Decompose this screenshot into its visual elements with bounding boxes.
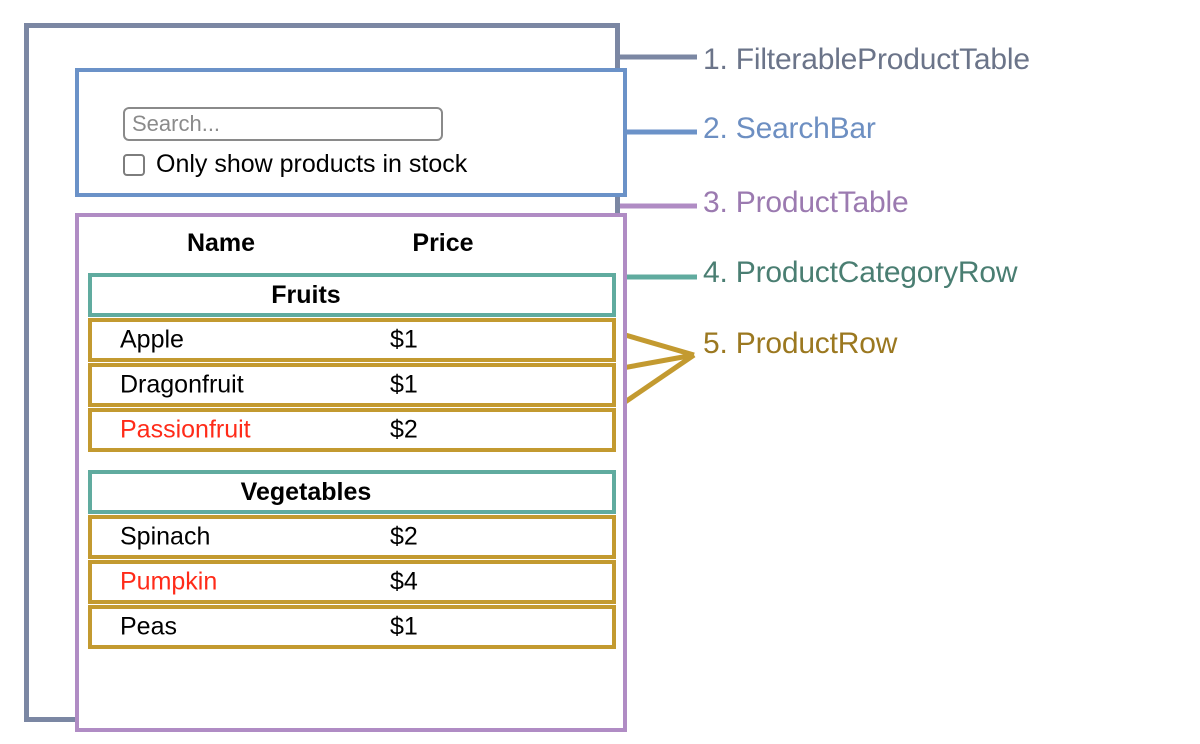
in-stock-checkbox-row[interactable]: Only show products in stock: [123, 150, 467, 179]
product-rows-area: Fruits Apple $1 Dragonfruit $1 Passionfr…: [88, 273, 616, 650]
in-stock-checkbox-label: Only show products in stock: [156, 150, 468, 178]
product-price: $4: [390, 567, 418, 596]
annotation-label-search-bar: 2. SearchBar: [703, 112, 876, 145]
search-bar-box: Only show products in stock: [75, 68, 627, 197]
product-name: Apple: [120, 325, 184, 354]
filterable-product-table-box: Only show products in stock Name Price F…: [24, 23, 627, 732]
product-row: Apple $1: [88, 318, 616, 362]
in-stock-checkbox[interactable]: [123, 153, 145, 176]
annotation-label-product-table: 3. ProductTable: [703, 186, 909, 219]
product-category-row: Vegetables: [88, 470, 616, 514]
product-name: Peas: [120, 612, 177, 641]
product-price: $1: [390, 370, 418, 399]
product-category-row: Fruits: [88, 273, 616, 317]
product-row: Peas $1: [88, 605, 616, 649]
product-name: Pumpkin: [120, 567, 218, 596]
product-category-label: Vegetables: [240, 477, 372, 506]
annotation-label-product-row: 5. ProductRow: [703, 327, 898, 360]
category-spacer: [88, 453, 616, 470]
product-name: Dragonfruit: [120, 370, 244, 399]
product-price: $1: [390, 612, 418, 641]
product-table-header: Name Price: [79, 225, 623, 267]
product-name: Passionfruit: [120, 415, 251, 444]
search-input[interactable]: [123, 107, 443, 141]
product-table-box: Name Price Fruits Apple $1 Dragonfruit $…: [75, 213, 627, 732]
product-price: $1: [390, 325, 418, 354]
product-row: Pumpkin $4: [88, 560, 616, 604]
product-row: Dragonfruit $1: [88, 363, 616, 407]
product-name: Spinach: [120, 522, 211, 551]
product-row: Passionfruit $2: [88, 408, 616, 452]
product-price: $2: [390, 415, 418, 444]
column-header-price: Price: [412, 229, 474, 257]
annotation-label-filterable-product-table: 1. FilterableProductTable: [703, 43, 1030, 76]
column-header-name: Name: [186, 229, 256, 257]
product-category-label: Fruits: [271, 280, 341, 309]
annotation-label-product-category-row: 4. ProductCategoryRow: [703, 256, 1018, 289]
product-price: $2: [390, 522, 418, 551]
product-row: Spinach $2: [88, 515, 616, 559]
